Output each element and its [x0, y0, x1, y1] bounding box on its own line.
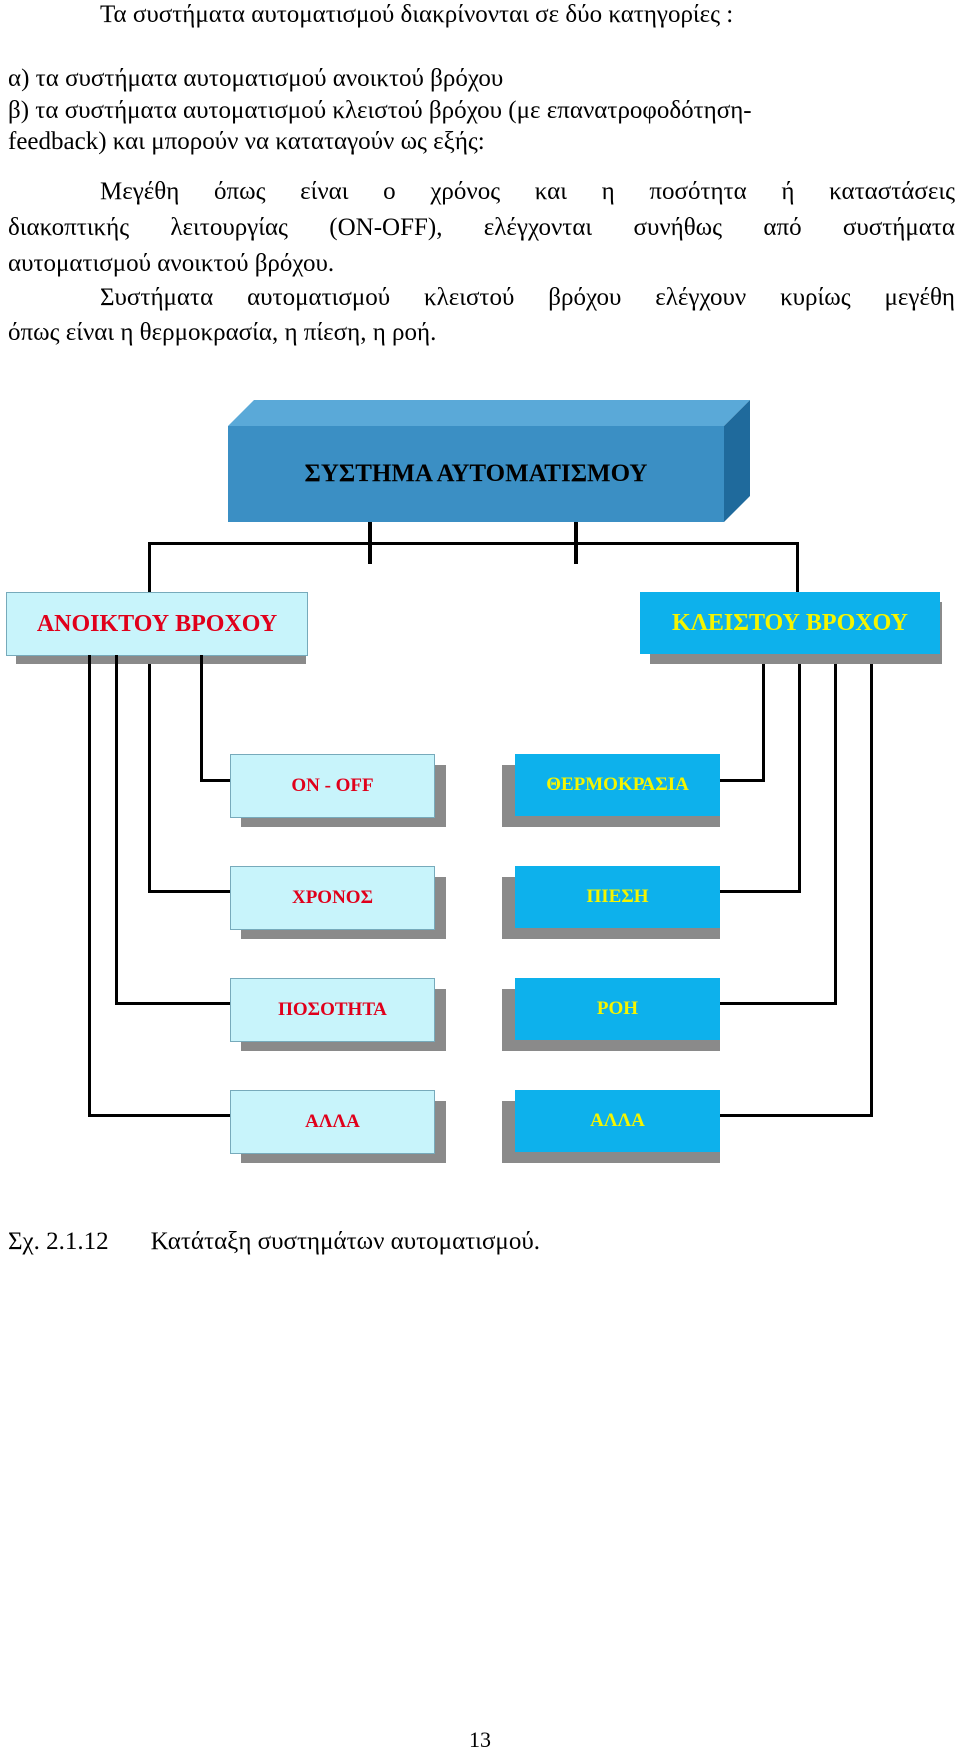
open-item-quantity: ΠΟΣΟΤΗΤΑ: [230, 978, 435, 1042]
closed-loop-box: ΚΛΕΙΣΤΟΥ ΒΡΟΧΟΥ: [640, 592, 940, 654]
item-b-line1: β) τα συστήματα αυτοματισμού κλειστού βρ…: [8, 97, 752, 124]
figure-title: Κατάταξη συστημάτων αυτοματισμού.: [150, 1228, 540, 1255]
connector: [796, 542, 799, 594]
figure-caption: Σχ. 2.1.12 Κατάταξη συστημάτων αυτοματισμ…: [8, 1227, 540, 1257]
closed-item-flow: ΡΟΗ: [515, 978, 720, 1040]
para2-line1: Συστήματα αυτοματισμού κλειστού βρόχου ε…: [100, 284, 955, 311]
open-loop-box: ΑΝΟΙΚΤΟΥ ΒΡΟΧΟΥ: [6, 592, 308, 656]
root-box-3d: [228, 400, 750, 522]
closed-item-other: ΑΛΛΑ: [515, 1090, 720, 1152]
automation-classification-diagram: ΣΥΣΤΗΜΑ ΑΥΤΟΜΑΤΙΣΜΟΥ ΑΝΟΙΚΤΟΥ ΒΡΟΧΟΥ ΚΛΕ…: [0, 390, 960, 1170]
item-a: α) τα συστήματα αυτοματισμού ανοικτού βρ…: [8, 65, 504, 92]
connector: [148, 542, 798, 545]
connector: [148, 542, 151, 594]
para1-line2: διακοπτικής λειτουργίας (ON-OFF), ελέγχο…: [8, 214, 955, 241]
root-box: ΣΥΣΤΗΜΑ ΑΥΤΟΜΑΤΙΣΜΟΥ: [304, 460, 648, 487]
figure-number: Σχ. 2.1.12: [8, 1228, 109, 1255]
closed-item-temperature: ΘΕΡΜΟΚΡΑΣΙΑ: [515, 754, 720, 816]
para2-line2: όπως είναι η θερμοκρασία, η πίεση, η ροή…: [8, 319, 437, 346]
open-item-time: ΧΡΟΝΟΣ: [230, 866, 435, 930]
intro-text: Τα συστήματα αυτοματισμού διακρίνονται σ…: [100, 1, 734, 28]
para1-line1: Μεγέθη όπως είναι ο χρόνος και η ποσότητ…: [100, 178, 955, 205]
para1-line3: αυτοματισμού ανοικτού βρόχου.: [8, 250, 335, 277]
page-number: 13: [469, 1727, 491, 1752]
closed-item-pressure: ΠΙΕΣΗ: [515, 866, 720, 928]
open-item-on-off: ON - OFF: [230, 754, 435, 818]
open-item-other: ΑΛΛΑ: [230, 1090, 435, 1154]
item-b-line2: feedback) και μπορούν να καταταγούν ως ε…: [8, 128, 485, 155]
